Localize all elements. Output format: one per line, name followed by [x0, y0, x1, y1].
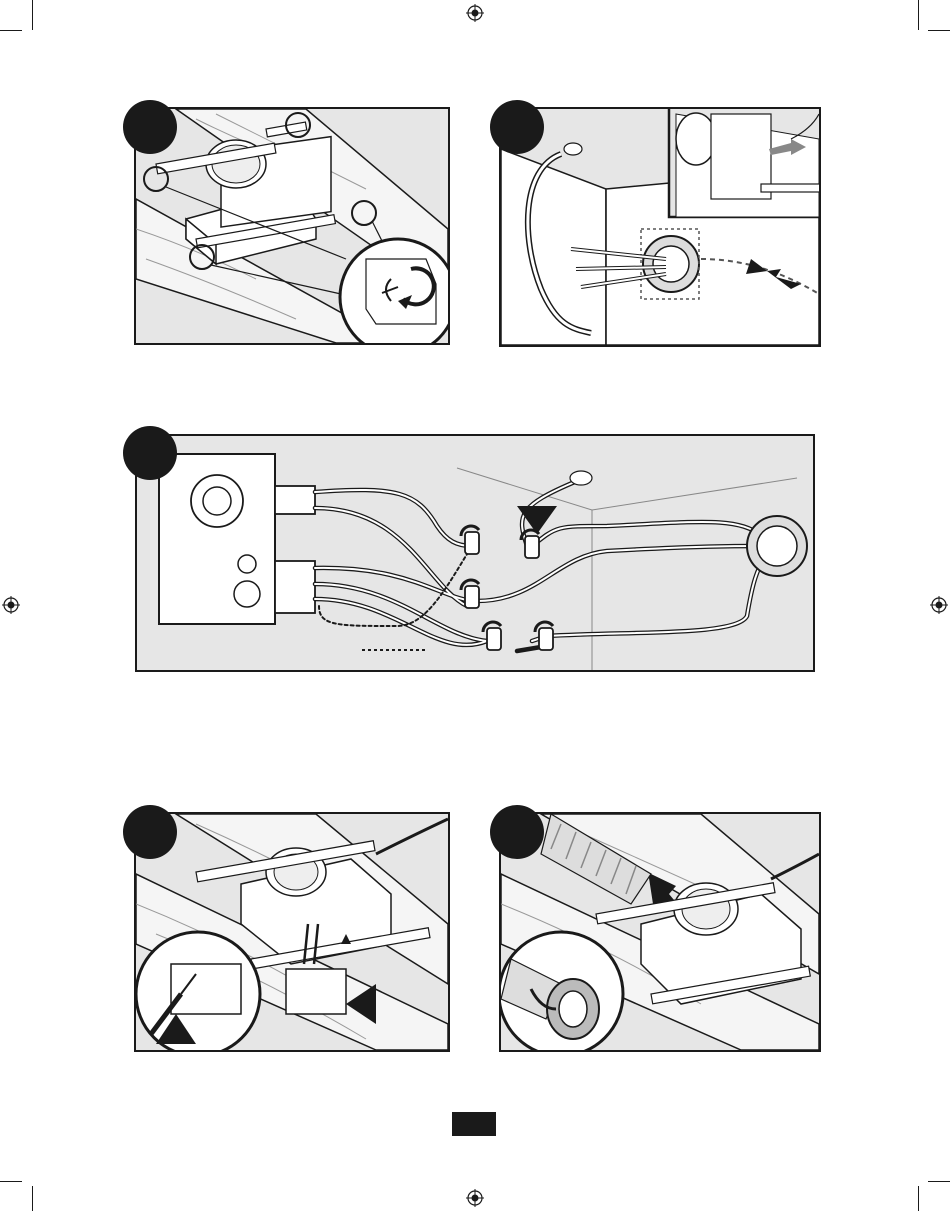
registration-mark-icon	[2, 596, 20, 614]
crop-mark-bottom-right	[918, 1186, 919, 1211]
wiring-diagram	[137, 436, 813, 670]
step-number-badge	[490, 100, 544, 154]
crop-mark-bottom-left	[32, 1186, 33, 1211]
step-4-panel	[134, 812, 450, 1052]
crop-mark-top-left-h	[0, 30, 22, 31]
crop-mark-top-left	[32, 0, 33, 30]
wiring-box-illustration	[136, 814, 448, 1050]
duct-illustration	[501, 814, 819, 1050]
step-number-badge	[123, 100, 177, 154]
crop-mark-bottom-right-h	[928, 1181, 950, 1182]
step-number-badge	[123, 426, 177, 480]
step-1-panel	[134, 107, 450, 345]
crop-mark-top-right	[918, 0, 919, 30]
registration-mark-icon	[930, 596, 948, 614]
crop-mark-bottom-left-h	[0, 1181, 22, 1182]
registration-mark-icon	[466, 1189, 484, 1207]
step-number-badge	[123, 805, 177, 859]
step-3-panel	[135, 434, 815, 672]
page-number-tab	[452, 1112, 496, 1136]
crop-mark-top-right-h	[928, 30, 950, 31]
connector-illustration	[501, 109, 819, 345]
step-number-badge	[490, 805, 544, 859]
registration-mark-icon	[466, 4, 484, 22]
step-2-panel	[499, 107, 821, 347]
step-5-panel	[499, 812, 821, 1052]
mounting-illustration	[136, 109, 448, 343]
wire-nut-icon	[465, 532, 553, 650]
